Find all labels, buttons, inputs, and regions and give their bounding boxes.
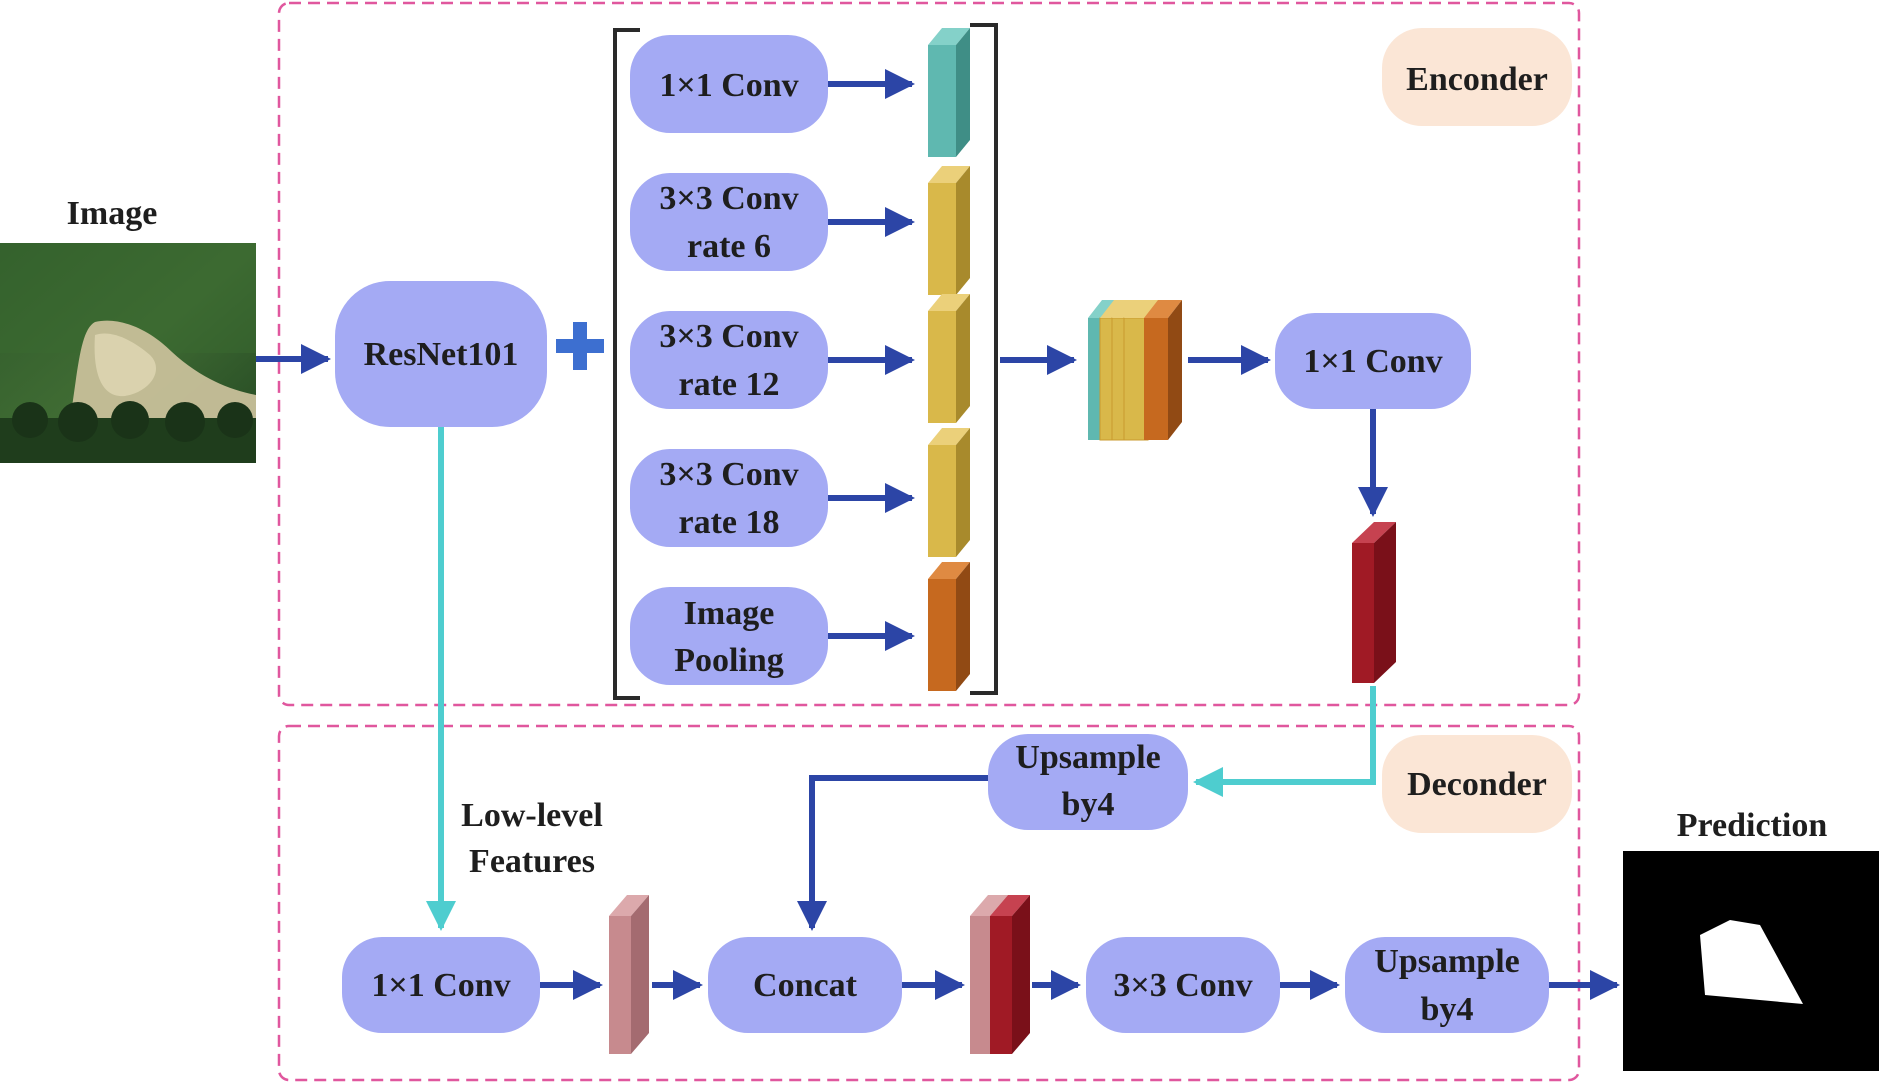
- branch-1-label: 1×1 Conv: [659, 67, 798, 104]
- decoder-region: [277, 724, 1581, 1082]
- feature-map-teal: [928, 28, 970, 157]
- upsample-by4-node-2: Upsample by4: [1345, 937, 1549, 1033]
- branch-4-line1: 3×3 Conv: [659, 456, 798, 493]
- concat-feature-map: [970, 895, 1030, 1054]
- upsample2-line1: Upsample: [1374, 943, 1519, 980]
- aspp-branch-rate6: 3×3 Conv rate 6: [630, 173, 828, 271]
- branch-5-line2: Pooling: [674, 642, 784, 679]
- decoder-tag: Deconder: [1382, 735, 1572, 833]
- aspp-branch-image-pooling: Image Pooling: [630, 587, 828, 685]
- branch-5-line1: Image: [684, 595, 775, 632]
- aspp-branch-rate12: 3×3 Conv rate 12: [630, 311, 828, 409]
- encoder-region: [277, 1, 1581, 707]
- branch-2-line1: 3×3 Conv: [659, 180, 798, 217]
- upsample-by4-node-1: Upsample by4: [988, 734, 1188, 830]
- decoder-3x3-conv-node: 3×3 Conv: [1086, 937, 1280, 1033]
- resnet101-label: ResNet101: [364, 336, 519, 373]
- feature-map-yellow-1: [928, 166, 970, 295]
- low-conv-label: 1×1 Conv: [371, 967, 510, 1004]
- branch-2-line2: rate 6: [687, 228, 771, 265]
- feature-map-yellow-3: [928, 428, 970, 557]
- decoder-tag-label: Deconder: [1407, 766, 1547, 803]
- feature-map-yellow-2: [928, 294, 970, 423]
- low-level-label-line1: Low-level: [461, 797, 603, 834]
- fuse-conv-label: 1×1 Conv: [1303, 343, 1442, 380]
- low-level-label-line2: Features: [469, 843, 595, 880]
- aspp-branch-rate18: 3×3 Conv rate 18: [630, 449, 828, 547]
- flow-arrows: [256, 69, 1620, 1000]
- concat-node: Concat: [708, 937, 902, 1033]
- skip-arrows: [426, 427, 1376, 931]
- aspp-bracket-right: [970, 23, 998, 695]
- concat-label: Concat: [753, 967, 858, 1004]
- branch-3-line1: 3×3 Conv: [659, 318, 798, 355]
- resnet101-node: ResNet101: [335, 281, 547, 427]
- input-image-title: Image: [67, 195, 158, 232]
- binary-mask-image: [1623, 851, 1879, 1071]
- branch-4-line2: rate 18: [678, 504, 779, 541]
- plus-icon: [556, 322, 604, 370]
- fuse-1x1-conv-node: 1×1 Conv: [1275, 313, 1471, 409]
- aspp-branch-1x1-conv: 1×1 Conv: [630, 35, 828, 133]
- branch-3-line2: rate 12: [678, 366, 779, 403]
- aspp-bracket-left: [613, 28, 640, 700]
- encoder-tag-label: Enconder: [1406, 61, 1548, 98]
- upsample2-line2: by4: [1421, 991, 1474, 1028]
- feature-map-orange: [928, 562, 970, 691]
- prediction-title: Prediction: [1677, 807, 1828, 844]
- arrow-encoder-to-upsample: [1193, 686, 1376, 797]
- encoder-tag: Enconder: [1382, 28, 1572, 126]
- encoder-output-feature: [1352, 522, 1396, 683]
- upsample1-line1: Upsample: [1015, 739, 1160, 776]
- aerial-landslide-image: [0, 243, 256, 463]
- low-level-feature-map: [609, 895, 649, 1054]
- upsample1-line2: by4: [1062, 786, 1115, 823]
- low-level-1x1-conv-node: 1×1 Conv: [342, 937, 540, 1033]
- conv3-label: 3×3 Conv: [1113, 967, 1252, 1004]
- concatenated-feature-stack: [1088, 300, 1182, 441]
- arrow-upsample-to-concat: [797, 775, 988, 931]
